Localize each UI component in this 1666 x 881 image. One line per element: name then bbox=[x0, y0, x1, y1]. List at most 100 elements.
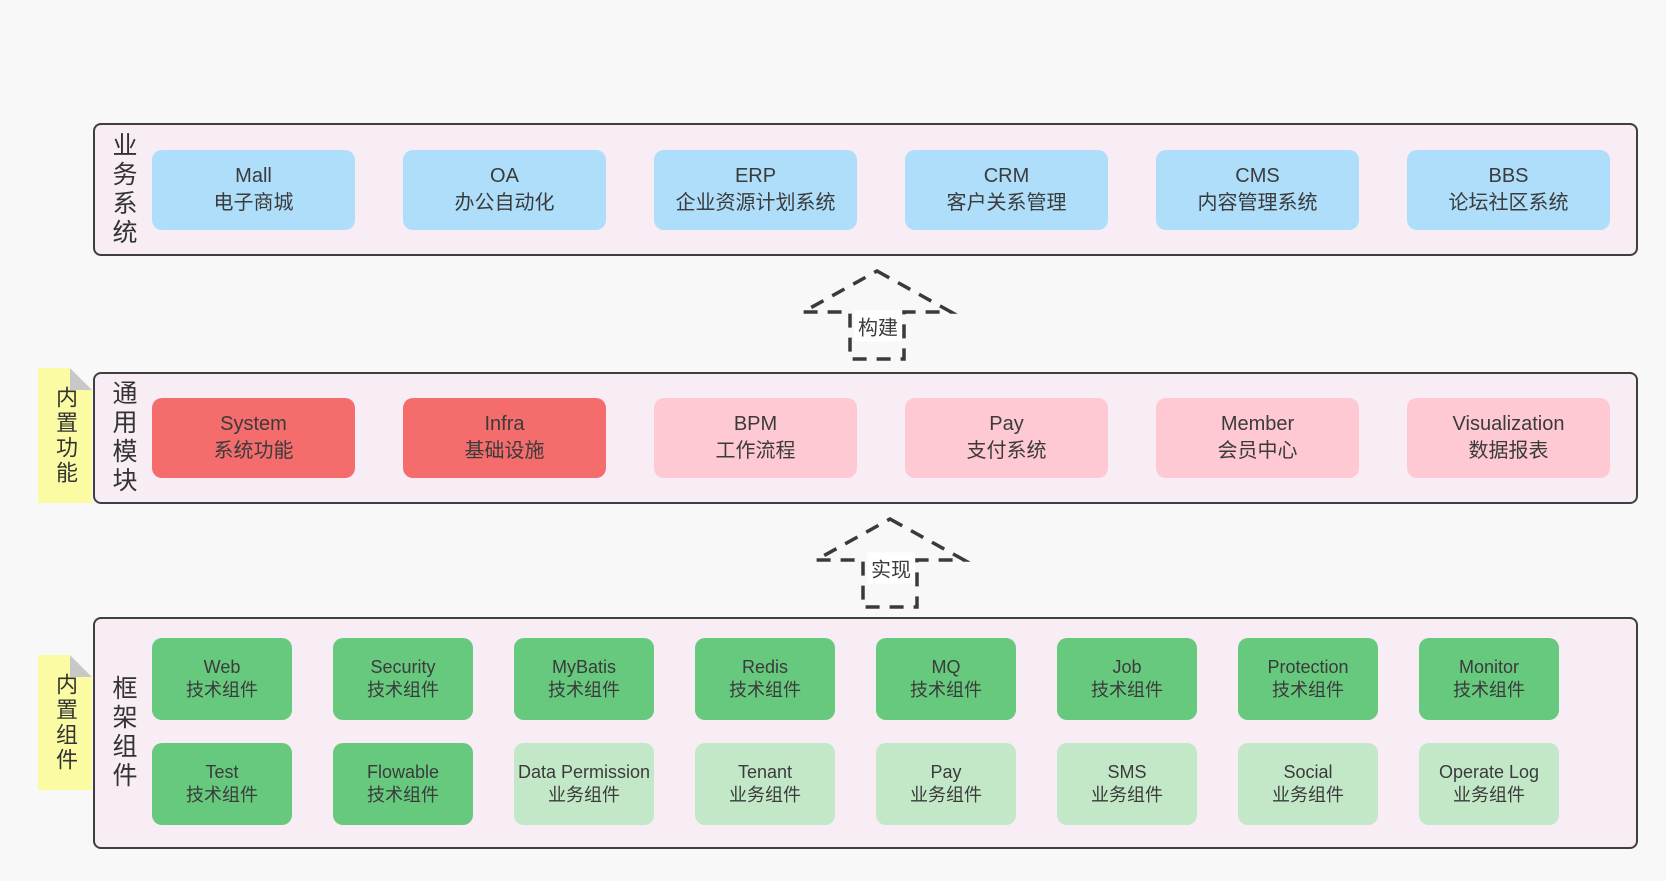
node-tenant: Tenant 业务组件 bbox=[695, 743, 835, 825]
node-name: OA bbox=[490, 165, 519, 187]
node-monitor: Monitor 技术组件 bbox=[1419, 638, 1559, 720]
node-name: CRM bbox=[983, 165, 1030, 187]
node-name: System bbox=[220, 413, 287, 435]
node-desc: 技术组件 bbox=[729, 680, 801, 700]
node-name: Member bbox=[1220, 413, 1295, 435]
node-name: Pay bbox=[930, 762, 962, 782]
node-desc: 技术组件 bbox=[1091, 680, 1163, 700]
node-desc: 数据报表 bbox=[1468, 440, 1549, 462]
node-bbs: BBS 论坛社区系统 bbox=[1407, 150, 1610, 230]
arrow-label-build: 构建 bbox=[854, 310, 902, 342]
node-mall: Mall 电子商城 bbox=[152, 150, 355, 230]
node-redis: Redis 技术组件 bbox=[695, 638, 835, 720]
node-crm: CRM 客户关系管理 bbox=[905, 150, 1108, 230]
node-name: MQ bbox=[931, 657, 961, 677]
node-name: Mall bbox=[235, 165, 272, 187]
sticky-label: 内置组件 bbox=[53, 672, 78, 773]
node-oa: OA 办公自动化 bbox=[403, 150, 606, 230]
node-desc: 工作流程 bbox=[715, 440, 796, 462]
node-flowable: Flowable 技术组件 bbox=[333, 743, 473, 825]
node-desc: 业务组件 bbox=[1091, 785, 1163, 805]
section-business-systems: 业务系统 Mall 电子商城 OA 办公自动化 ERP 企业资源计划系统 CRM… bbox=[93, 123, 1638, 256]
sticky-label: 内置功能 bbox=[53, 385, 78, 486]
node-protection: Protection 技术组件 bbox=[1238, 638, 1378, 720]
node-name: BBS bbox=[1488, 165, 1529, 187]
node-name: Infra bbox=[484, 413, 525, 435]
node-visualization: Visualization 数据报表 bbox=[1407, 398, 1610, 478]
node-desc: 业务组件 bbox=[1272, 785, 1344, 805]
node-desc: 业务组件 bbox=[1453, 785, 1525, 805]
node-desc: 技术组件 bbox=[367, 785, 439, 805]
node-desc: 会员中心 bbox=[1217, 440, 1298, 462]
node-desc: 技术组件 bbox=[910, 680, 982, 700]
node-desc: 内容管理系统 bbox=[1197, 192, 1318, 214]
node-name: Redis bbox=[741, 657, 789, 677]
node-desc: 电子商城 bbox=[213, 192, 294, 214]
section-framework-components: 框架组件 Web 技术组件 Security 技术组件 MyBatis 技术组件… bbox=[93, 617, 1638, 849]
node-desc: 基础设施 bbox=[464, 440, 545, 462]
node-desc: 业务组件 bbox=[729, 785, 801, 805]
sticky-note-built-in-components: 内置组件 bbox=[38, 655, 92, 790]
sticky-note-built-in-features: 内置功能 bbox=[38, 368, 92, 503]
node-name: Pay bbox=[989, 413, 1024, 435]
node-desc: 技术组件 bbox=[1272, 680, 1344, 700]
node-name: MyBatis bbox=[551, 657, 616, 677]
up-block-arrow-icon bbox=[777, 268, 977, 367]
node-mq: MQ 技术组件 bbox=[876, 638, 1016, 720]
node-name: Social bbox=[1283, 762, 1333, 782]
node-desc: 系统功能 bbox=[213, 440, 294, 462]
node-mybatis: MyBatis 技术组件 bbox=[514, 638, 654, 720]
framework-components-row-1: Web 技术组件 Security 技术组件 MyBatis 技术组件 Redi… bbox=[152, 638, 1559, 720]
node-desc: 办公自动化 bbox=[454, 192, 555, 214]
node-system: System 系统功能 bbox=[152, 398, 355, 478]
framework-components-row-2: Test 技术组件 Flowable 技术组件 Data Permission … bbox=[152, 743, 1559, 825]
node-pay-module: Pay 支付系统 bbox=[905, 398, 1108, 478]
node-desc: 技术组件 bbox=[548, 680, 620, 700]
node-name: Web bbox=[203, 657, 241, 677]
node-security: Security 技术组件 bbox=[333, 638, 473, 720]
node-name: Protection bbox=[1267, 657, 1349, 677]
node-desc: 技术组件 bbox=[186, 785, 258, 805]
node-name: Visualization bbox=[1452, 413, 1565, 435]
node-sms: SMS 业务组件 bbox=[1057, 743, 1197, 825]
arrow-label-implement: 实现 bbox=[867, 552, 915, 584]
node-name: Test bbox=[205, 762, 239, 782]
node-name: Data Permission bbox=[517, 762, 651, 782]
node-name: ERP bbox=[734, 165, 777, 187]
node-desc: 客户关系管理 bbox=[946, 192, 1067, 214]
node-name: CMS bbox=[1235, 165, 1280, 187]
node-name: Flowable bbox=[366, 762, 440, 782]
node-bpm: BPM 工作流程 bbox=[654, 398, 857, 478]
node-test: Test 技术组件 bbox=[152, 743, 292, 825]
node-name: Job bbox=[1112, 657, 1142, 677]
section-title-business-systems: 业务系统 bbox=[109, 131, 137, 248]
node-job: Job 技术组件 bbox=[1057, 638, 1197, 720]
node-desc: 企业资源计划系统 bbox=[675, 192, 836, 214]
node-web: Web 技术组件 bbox=[152, 638, 292, 720]
node-name: BPM bbox=[733, 413, 778, 435]
business-systems-row: Mall 电子商城 OA 办公自动化 ERP 企业资源计划系统 CRM 客户关系… bbox=[152, 150, 1610, 230]
section-title-common-modules: 通用模块 bbox=[109, 380, 137, 496]
node-infra: Infra 基础设施 bbox=[403, 398, 606, 478]
node-name: Tenant bbox=[737, 762, 793, 782]
node-name: Operate Log bbox=[1438, 762, 1540, 782]
node-name: SMS bbox=[1107, 762, 1147, 782]
node-name: Security bbox=[370, 657, 436, 677]
up-block-arrow-icon bbox=[790, 516, 990, 615]
node-desc: 技术组件 bbox=[367, 680, 439, 700]
node-social: Social 业务组件 bbox=[1238, 743, 1378, 825]
node-desc: 业务组件 bbox=[548, 785, 620, 805]
node-operate-log: Operate Log 业务组件 bbox=[1419, 743, 1559, 825]
common-modules-row: System 系统功能 Infra 基础设施 BPM 工作流程 Pay 支付系统… bbox=[152, 398, 1610, 478]
node-desc: 业务组件 bbox=[910, 785, 982, 805]
node-desc: 技术组件 bbox=[186, 680, 258, 700]
node-erp: ERP 企业资源计划系统 bbox=[654, 150, 857, 230]
node-name: Monitor bbox=[1458, 657, 1520, 677]
node-desc: 论坛社区系统 bbox=[1448, 192, 1569, 214]
node-member: Member 会员中心 bbox=[1156, 398, 1359, 478]
section-title-framework-components: 框架组件 bbox=[109, 675, 137, 791]
node-pay-component: Pay 业务组件 bbox=[876, 743, 1016, 825]
node-data-permission: Data Permission 业务组件 bbox=[514, 743, 654, 825]
node-cms: CMS 内容管理系统 bbox=[1156, 150, 1359, 230]
node-desc: 技术组件 bbox=[1453, 680, 1525, 700]
